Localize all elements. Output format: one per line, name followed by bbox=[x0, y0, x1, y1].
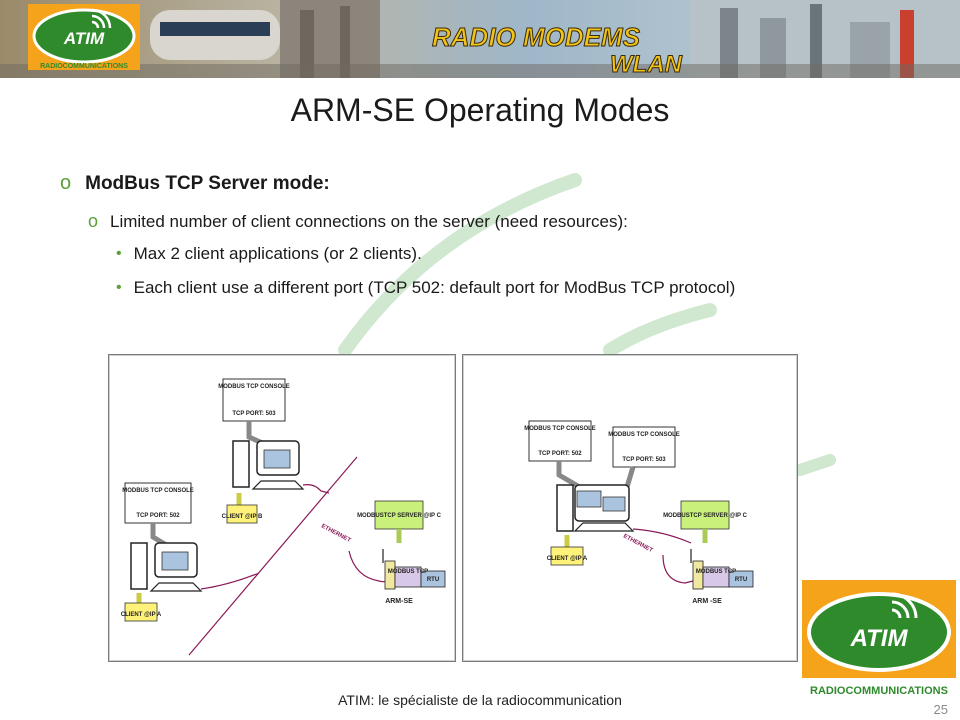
console-box-bottom bbox=[124, 482, 192, 524]
server-box bbox=[680, 500, 730, 530]
banner-logo-text: ATIM bbox=[63, 29, 105, 48]
footer-text: ATIM: le spécialiste de la radiocommunic… bbox=[338, 692, 622, 708]
slide-title: ARM-SE Operating Modes bbox=[290, 92, 670, 128]
ethernet-label: ETHERNET bbox=[622, 533, 654, 554]
device-name: ARM-SE bbox=[385, 598, 413, 605]
ethernet-label: ETHERNET bbox=[320, 523, 352, 544]
computer-icon bbox=[130, 542, 203, 592]
banner-headline-2: WLAN bbox=[610, 51, 683, 78]
console-left-port: TCP PORT: 502 bbox=[538, 451, 582, 457]
circle-bullet-icon: o bbox=[60, 172, 72, 194]
console-left-title: MODBUS TCP CONSOLE bbox=[524, 426, 596, 432]
banner-logo: ATIM RADIOCOMMUNICATIONS bbox=[28, 4, 140, 70]
bullet-level-3-text: Each client use a different port (TCP 50… bbox=[133, 278, 736, 297]
console-right-title: MODBUS TCP CONSOLE bbox=[608, 432, 680, 438]
console-top-port: TCP PORT: 503 bbox=[232, 411, 276, 417]
arm-se-device-icon bbox=[382, 549, 446, 590]
bullet-level-3: • Each client use a different port (TCP … bbox=[116, 276, 860, 300]
client-b-label: CLIENT @IP B bbox=[222, 514, 263, 520]
bullet-level-1-text: ModBus TCP Server mode: bbox=[85, 172, 330, 194]
device-label-2: RTU bbox=[735, 577, 747, 583]
banner-logo-subtext: RADIOCOMMUNICATIONS bbox=[40, 63, 128, 70]
logo-subtext: RADIOCOMMUNICATIONS bbox=[810, 685, 948, 697]
client-a-box bbox=[124, 602, 158, 622]
computer-icon bbox=[556, 484, 635, 532]
console-box-right bbox=[612, 426, 676, 468]
page-number: 25 bbox=[933, 702, 948, 717]
arm-se-device-icon bbox=[690, 549, 754, 590]
bullet-level-2: o Limited number of client connections o… bbox=[88, 211, 860, 232]
bullet-level-3-text: Max 2 client applications (or 2 clients)… bbox=[133, 244, 422, 263]
console-right-port: TCP PORT: 503 bbox=[622, 457, 666, 463]
diagram-left: MODBUS TCP CONSOLE TCP PORT: 503 CLIENT … bbox=[108, 354, 456, 662]
device-label-1: MODBUS TCP bbox=[696, 569, 736, 575]
dot-bullet-icon: • bbox=[116, 245, 122, 262]
computer-icon bbox=[232, 440, 305, 490]
console-bottom-title: MODBUS TCP CONSOLE bbox=[122, 488, 194, 494]
client-a-box bbox=[550, 546, 584, 566]
console-box-top bbox=[222, 378, 286, 422]
console-box-left bbox=[528, 420, 592, 462]
device-label-2: RTU bbox=[427, 577, 439, 583]
console-top-title: MODBUS TCP CONSOLE bbox=[218, 384, 290, 390]
banner-headline-1: RADIO MODEMS bbox=[432, 22, 641, 52]
server-label: MODBUSTCP SERVER @IP C bbox=[663, 513, 748, 519]
atim-logo: ATIM RADIOCOMMUNICATIONS bbox=[802, 580, 956, 698]
bullet-level-2-text: Limited number of client connections on … bbox=[110, 211, 628, 231]
device-label-1: MODBUS TCP bbox=[388, 569, 428, 575]
console-bottom-port: TCP PORT: 502 bbox=[136, 513, 180, 519]
bullet-level-1: o ModBus TCP Server mode: bbox=[60, 172, 860, 195]
client-b-box bbox=[226, 504, 258, 524]
bullet-list: o ModBus TCP Server mode: o Limited numb… bbox=[60, 172, 860, 310]
server-label: MODBUSTCP SERVER @IP C bbox=[357, 513, 442, 519]
logo-text: ATIM bbox=[850, 625, 909, 652]
server-box bbox=[374, 500, 424, 530]
header-banner: ATIM RADIOCOMMUNICATIONS RADIO MODEMS WL… bbox=[0, 0, 960, 78]
client-a-label: CLIENT @IP A bbox=[547, 556, 588, 562]
device-name: ARM -SE bbox=[692, 598, 722, 605]
client-a-label: CLIENT @IP A bbox=[121, 612, 162, 618]
dot-bullet-icon: • bbox=[116, 279, 122, 296]
circle-bullet-icon: o bbox=[88, 211, 99, 231]
bullet-level-3: • Max 2 client applications (or 2 client… bbox=[116, 242, 860, 266]
diagram-right: MODBUS TCP CONSOLE TCP PORT: 502 MODBUS … bbox=[462, 354, 798, 662]
